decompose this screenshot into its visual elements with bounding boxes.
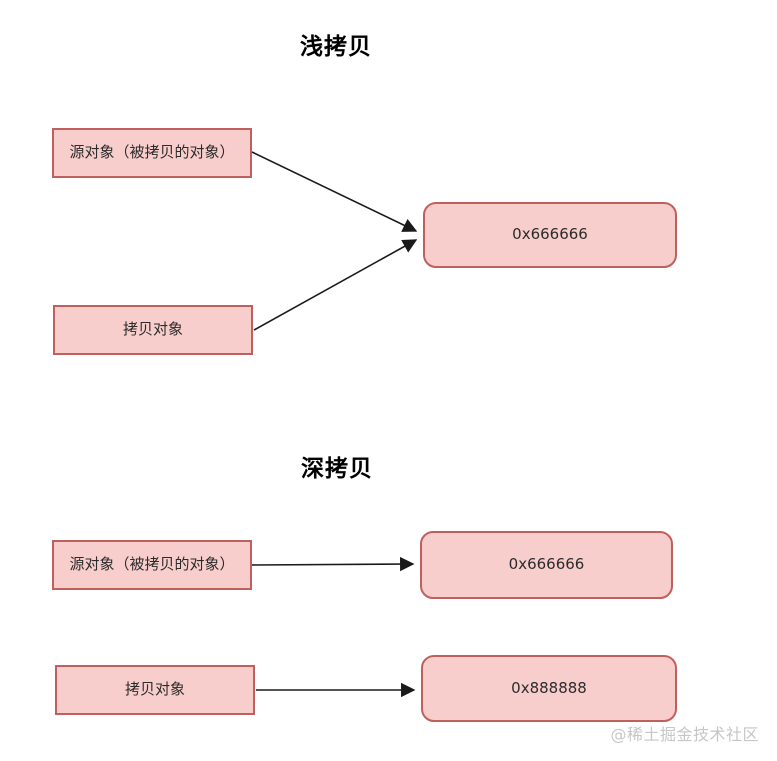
shallow-shared-address-label: 0x666666 [512, 225, 588, 244]
deep-copy-title: 深拷贝 [301, 456, 373, 482]
shallow-source-object-label: 源对象（被拷贝的对象） [69, 143, 235, 162]
shallow-copy-object-label: 拷贝对象 [122, 320, 183, 339]
deep-source-object-label: 源对象（被拷贝的对象） [69, 555, 235, 574]
deep-copy-address-box: 0x888888 [421, 655, 677, 722]
watermark: @稀土掘金技术社区 [610, 725, 759, 744]
deep-copy-address-label: 0x888888 [511, 678, 587, 697]
shallow-copy-object-box: 拷贝对象 [53, 305, 253, 355]
shallow-source-object-box: 源对象（被拷贝的对象） [52, 128, 252, 178]
arrow-shallow-source-to-address [251, 151, 418, 232]
shallow-shared-address-box: 0x666666 [423, 202, 677, 268]
deep-source-object-box: 源对象（被拷贝的对象） [52, 540, 252, 590]
deep-source-address-label: 0x666666 [508, 555, 585, 574]
shallow-copy-title: 浅拷贝 [300, 34, 372, 60]
deep-source-address-box: 0x666666 [420, 531, 673, 599]
deep-copy-object-box: 拷贝对象 [55, 665, 255, 715]
arrow-shallow-copy-to-address [253, 239, 418, 331]
deep-copy-object-label: 拷贝对象 [124, 680, 185, 699]
arrow-deep-source-to-address [251, 556, 415, 572]
